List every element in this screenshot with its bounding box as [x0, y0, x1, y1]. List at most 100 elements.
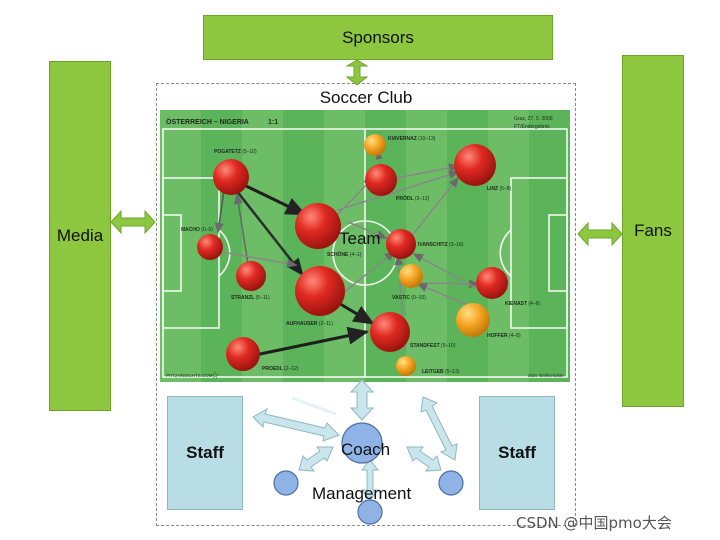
player-rating-pogatetz: (5–10): [242, 149, 257, 155]
management-node-right: [438, 470, 464, 496]
watermark: CSDN @中国pmo大会: [516, 514, 672, 532]
coach-node: [341, 422, 383, 464]
player-kiavernaz: [364, 134, 386, 156]
sponsors-label: Sponsors: [342, 27, 414, 47]
player-name-proedl-2: PRÖDL: [396, 195, 413, 202]
player-labels: POGATETZ (5–10) MACHO (0–0) STRANZL (5–1…: [181, 136, 540, 375]
pass-lines: [214, 150, 481, 356]
svg-text:AUFHAUSER (2–11): AUFHAUSER (2–11): [286, 321, 333, 327]
arrow-media-club: [110, 209, 156, 235]
player-macho: [197, 234, 223, 260]
player-ivanschitz: [386, 229, 416, 259]
soccer-club-container: [156, 83, 576, 526]
arrow-coach-right-node: [406, 446, 442, 472]
staff-right-label: Staff: [498, 443, 536, 462]
management-node-bottom: [357, 499, 383, 525]
svg-text:STRANZL (5–11): STRANZL (5–11): [231, 295, 270, 301]
svg-text:KIAVERNAZ (10–13): KIAVERNAZ (10–13): [388, 136, 436, 142]
player-name-macho: MACHO: [181, 227, 200, 233]
player-name-ivanschitz: IVANSCHITZ: [418, 242, 448, 248]
svg-text:LINZ (5–8): LINZ (5–8): [487, 186, 512, 192]
player-vastic: [399, 264, 423, 288]
fans-box: Fans: [622, 55, 684, 407]
player-name-linz: LINZ: [487, 186, 498, 192]
staff-box-right: Staff: [479, 396, 555, 510]
player-standfest: [370, 312, 410, 352]
blue-nodes: [273, 422, 464, 525]
svg-text:PRÖDL (3–12): PRÖDL (3–12): [396, 195, 430, 202]
player-name-kienast: KIENAST: [505, 301, 527, 307]
svg-text:STANDFEST (5–10): STANDFEST (5–10): [410, 343, 456, 349]
player-name-schoene: SCHÖNE: [327, 251, 349, 258]
media-label: Media: [56, 226, 104, 245]
svg-text:IVANSCHITZ (3–18): IVANSCHITZ (3–18): [418, 242, 464, 248]
player-kienast: [476, 267, 508, 299]
svg-text:KIENAST (4–9): KIENAST (4–9): [505, 301, 540, 307]
player-name-leitgeb: LEITGEB: [422, 369, 444, 375]
staff-left-label: Staff: [186, 443, 224, 462]
player-name-proedl: PROEDL: [262, 366, 283, 372]
svg-text:HOFFER (4–8): HOFFER (4–8): [487, 333, 521, 339]
player-pogatetz: [213, 159, 249, 195]
svg-text:PROEDL (2–12): PROEDL (2–12): [262, 366, 299, 372]
player-name-aufhauser: AUFHAUSER: [286, 321, 318, 327]
player-rating-hoffer: (4–8): [509, 333, 521, 339]
player-name-pogatetz: POGATETZ: [214, 149, 241, 155]
player-hoffer: [456, 303, 490, 337]
player-leitgeb: [396, 356, 416, 376]
svg-text:POGATETZ (5–10): POGATETZ (5–10): [214, 149, 257, 155]
player-rating-ivanschitz: (3–18): [449, 242, 464, 248]
coach-label: Coach: [341, 440, 391, 459]
player-name-hoffer: HOFFER: [487, 333, 508, 339]
player-stranzl: [236, 261, 266, 291]
management-label: Management: [312, 484, 412, 503]
pitch-date: Graz, 27. 5. 2008: [514, 116, 553, 122]
management-node-left: [273, 470, 299, 496]
pitch-source: PITCHINSIGHTS.COM: [166, 373, 213, 378]
staff-box-left: Staff: [167, 396, 243, 510]
player-schoene: [295, 203, 341, 249]
player-rating-schoene: (4–1): [350, 252, 362, 258]
player-name-standfest: STANDFEST: [410, 343, 440, 349]
fans-label: Fans: [634, 221, 672, 240]
player-rating-kienast: (4–9): [528, 301, 540, 307]
player-name-stranzl: STRANZL: [231, 295, 254, 301]
sponsors-box: Sponsors: [203, 15, 553, 60]
player-rating-vastic: (0–10): [411, 295, 426, 301]
pitch-score: 1:1: [268, 119, 278, 126]
player-proedl-2: [365, 164, 397, 196]
pitch-data-note: data: Ballkontakte: [528, 373, 564, 378]
star-icon: ☆: [211, 370, 219, 380]
player-rating-aufhauser: (2–11): [319, 321, 333, 327]
player-rating-kiavernaz: (10–13): [418, 136, 436, 142]
arrow-fans-club: [577, 221, 623, 247]
player-linz: [454, 144, 496, 186]
players: [197, 134, 508, 376]
player-rating-leitgeb: (5–13): [445, 369, 460, 375]
player-proedl: [226, 337, 260, 371]
media-box: Media: [49, 61, 111, 411]
svg-text:VASTIC (0–10): VASTIC (0–10): [392, 295, 426, 301]
player-rating-proedl: (2–12): [284, 366, 299, 372]
pitch-result: FT/Endergebnis: [514, 124, 550, 130]
player-aufhauser: [295, 266, 345, 316]
arrow-staff-left-coach: [252, 407, 340, 442]
arrow-team-coach: [349, 379, 375, 421]
player-rating-standfest: (5–10): [441, 343, 456, 349]
svg-text:SCHÖNE (4–1): SCHÖNE (4–1): [327, 251, 362, 258]
player-name-kiavernaz: KIAVERNAZ: [388, 136, 417, 142]
pitch-header: ÖSTERREICH – NIGERIA: [166, 117, 249, 126]
arrow-coach-left-node: [298, 446, 334, 472]
player-rating-linz: (5–8): [500, 186, 512, 192]
player-name-vastic: VASTIC: [392, 295, 410, 301]
svg-text:MACHO (0–0): MACHO (0–0): [181, 227, 213, 233]
faint-pass-line: [291, 396, 337, 416]
player-rating-proedl-2: (3–12): [415, 196, 430, 202]
svg-text:LEITGEB (5–13): LEITGEB (5–13): [422, 369, 460, 375]
light-blue-arrows: [252, 379, 458, 501]
player-rating-macho: (0–0): [201, 227, 213, 233]
green-double-arrows: [110, 59, 623, 247]
player-rating-stranzl: (5–11): [256, 295, 270, 301]
soccer-club-title: Soccer Club: [319, 88, 413, 107]
